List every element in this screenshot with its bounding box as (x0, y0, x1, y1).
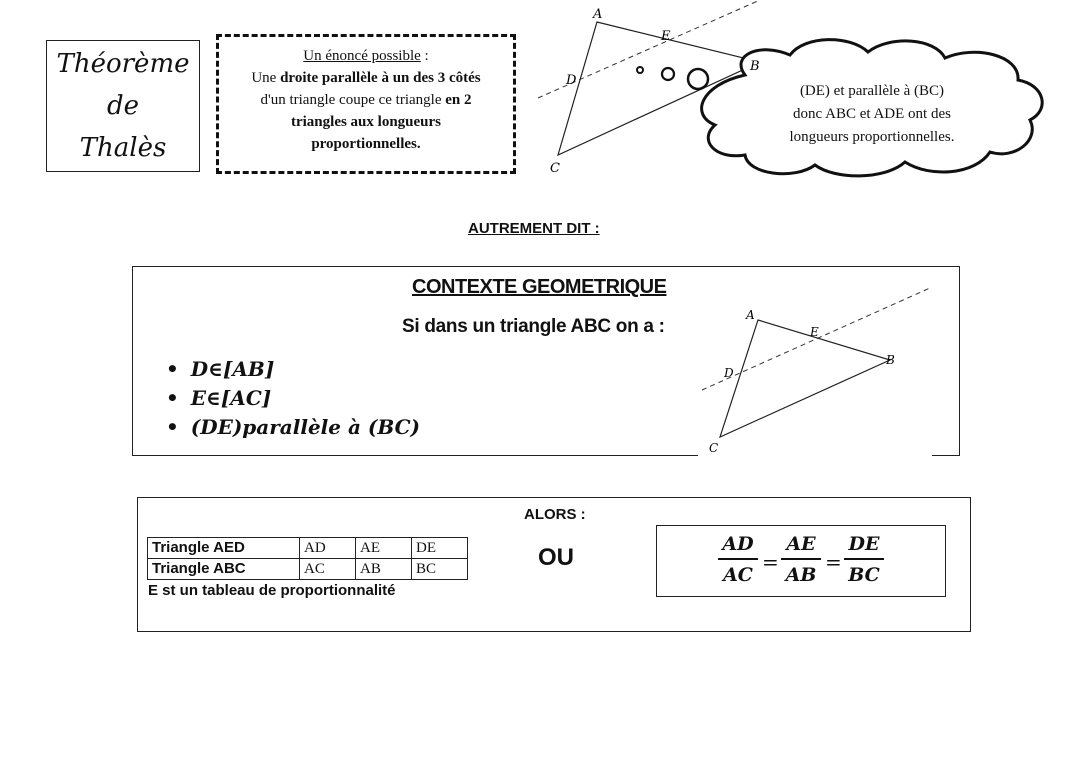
conclusion-box (137, 497, 971, 632)
statement-p2: d'un triangle coupe ce triangle (260, 92, 446, 108)
statement-heading: Un énoncé possible (303, 48, 421, 64)
table-cell: DE (411, 537, 468, 559)
proportionality-table: Triangle AED AD AE DE Triangle ABC AC AB… (147, 537, 468, 580)
context-label-e: E (809, 325, 819, 339)
top-figure: A E B D C (537, 0, 1044, 178)
ratio-ad-ac: AD AC (716, 533, 760, 586)
statement-p2-bold: en 2 (445, 92, 472, 108)
top-dashed-line (537, 0, 761, 99)
condition-e-in-ac: E∈[AC] (166, 384, 420, 413)
table-cell: BC (411, 558, 468, 580)
statement-p4: proportionnelles. (311, 136, 421, 152)
autrement-dit-heading: AUTREMENT DIT : (468, 220, 600, 237)
equals-sign: = (762, 550, 779, 574)
ratio-denominator: BC (848, 564, 880, 586)
title-box: Théorème de Thalès (46, 40, 200, 172)
cloud-text: (DE) et parallèle à (BC) donc ABC et ADE… (752, 80, 992, 149)
top-triangle (557, 21, 762, 157)
top-label-b: B (749, 59, 760, 74)
condition-de-parallel-bc: (DE)parallèle à (BC) (166, 413, 420, 442)
statement-p3: triangles aux longueurs (290, 114, 441, 130)
top-label-a: A (592, 7, 602, 22)
fraction-bar (718, 558, 758, 560)
ratio-box (656, 525, 946, 597)
context-box-bottom-left (132, 455, 698, 456)
title-line-2: de (106, 91, 140, 121)
context-label-d: D (723, 366, 734, 380)
top-label-e: E (660, 29, 671, 44)
row-label: Triangle ABC (147, 558, 300, 580)
context-dashed-line (701, 287, 931, 391)
ou-label: OU (538, 544, 574, 571)
table-row: Triangle AED AD AE DE (147, 537, 468, 559)
row-label: Triangle AED (147, 537, 300, 559)
ratio-denominator: AB (785, 564, 817, 586)
context-box (132, 266, 960, 456)
bubble-medium (660, 66, 676, 82)
context-label-a: A (745, 308, 755, 322)
conditions-list: D∈[AB] E∈[AC] (DE)parallèle à (BC) (166, 355, 420, 442)
ratio-ae-ab: AE AB (779, 533, 823, 586)
ratio-numerator: AD (722, 533, 754, 555)
context-label-c: C (709, 441, 718, 455)
table-cell: AC (299, 558, 356, 580)
context-subtitle: Si dans un triangle ABC on a : (402, 316, 665, 337)
table-caption: E st un tableau de proportionnalité (148, 582, 396, 599)
cloud-line-3: longueurs proportionnelles. (789, 129, 955, 145)
bubble-small (636, 66, 644, 74)
equals-sign: = (825, 550, 842, 574)
table-row: Triangle ABC AC AB BC (147, 558, 468, 580)
cloud-shape (700, 38, 1044, 178)
top-label-d: D (565, 73, 577, 88)
ratio-numerator: AE (786, 533, 816, 555)
alors-label: ALORS : (524, 506, 586, 523)
context-triangle (719, 319, 892, 439)
ratio-denominator: AC (723, 564, 753, 586)
cloud-line-1: (DE) et parallèle à (BC) (799, 83, 945, 99)
statement-p1-bold: droite parallèle à un des 3 côtés (280, 70, 481, 86)
cloud-line-2: donc ABC et ADE ont des (793, 106, 951, 122)
table-cell: AD (299, 537, 356, 559)
fraction-bar (844, 558, 884, 560)
ratio-numerator: DE (848, 533, 880, 555)
statement-p1: Une (251, 70, 281, 86)
bubble-large (686, 67, 710, 91)
context-box-bottom-right (932, 455, 960, 456)
table-cell: AE (355, 537, 412, 559)
fraction-bar (781, 558, 821, 560)
statement-box: Un énoncé possible : Une droite parallèl… (216, 34, 516, 174)
context-figure: A E B D C (701, 287, 931, 455)
title-line-3: Thalès (79, 133, 167, 163)
title-line-1: Théorème (56, 49, 190, 79)
statement-heading-suffix: : (420, 48, 429, 64)
context-title: CONTEXTE GEOMETRIQUE (412, 276, 667, 298)
top-label-c: C (550, 161, 560, 176)
context-label-b: B (885, 353, 895, 367)
ratio-de-bc: DE BC (842, 533, 886, 586)
condition-d-in-ab: D∈[AB] (166, 355, 420, 384)
table-cell: AB (355, 558, 412, 580)
